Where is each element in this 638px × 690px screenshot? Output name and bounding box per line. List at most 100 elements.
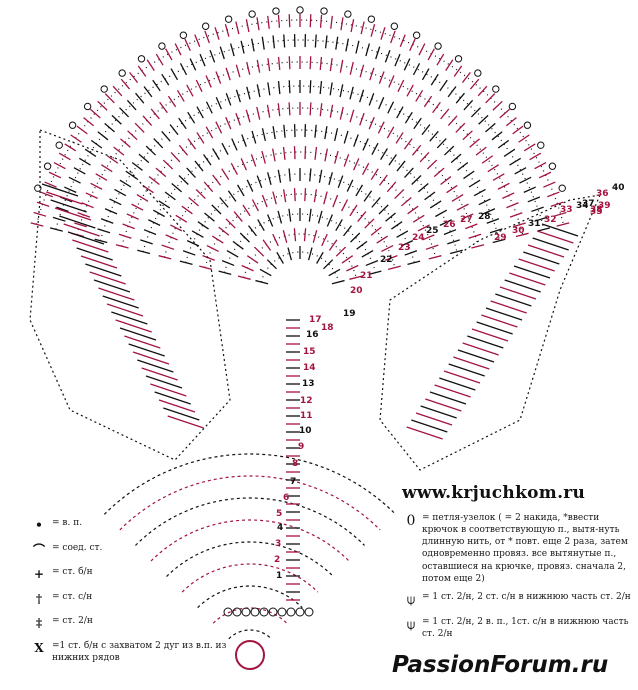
left-leaf-stitch	[55, 208, 91, 220]
fan-stitch	[344, 131, 348, 143]
fan-stitch	[107, 156, 118, 164]
fan-stitch	[419, 44, 425, 56]
legend-item-sc: + = ст. б/н	[26, 567, 266, 583]
left-leaf-stitch	[168, 416, 204, 428]
fan-stitch	[192, 231, 203, 237]
fan-stitch	[110, 199, 122, 205]
fan-stitch	[165, 192, 175, 200]
left-leaf-stitch	[46, 192, 82, 204]
fan-stitch	[49, 172, 61, 178]
legend-item-dc: † = ст. с/н	[26, 592, 266, 608]
fan-stitch	[114, 147, 124, 155]
fan-stitch	[418, 184, 428, 192]
fan-picot	[69, 122, 75, 128]
fan-stitch	[210, 50, 215, 62]
left-leaf-stitch	[150, 384, 186, 396]
row-number: 25	[426, 226, 439, 236]
row-number: 7	[290, 477, 296, 487]
fan-stitch	[91, 183, 103, 189]
fan-stitch	[127, 100, 136, 110]
fan-stitch	[236, 113, 240, 125]
fan-stitch	[470, 79, 478, 89]
left-leaf-stitch	[133, 352, 169, 364]
fan-picot	[538, 142, 544, 148]
cluster-stitch-icon: ⍦	[400, 591, 422, 610]
left-leaf-outline	[30, 130, 230, 460]
fan-stitch	[96, 174, 107, 181]
row-number: 21	[360, 271, 373, 281]
fan-stitch	[363, 163, 369, 174]
left-leaf-stitch	[85, 264, 121, 276]
fan-stitch	[397, 107, 403, 118]
fan-stitch	[454, 66, 462, 77]
knot-stitch	[305, 608, 313, 616]
fan-stitch	[196, 80, 202, 92]
left-leaf-stitch	[124, 336, 160, 348]
fan-stitch	[336, 247, 345, 256]
fan-stitch	[153, 210, 164, 216]
fan-stitch	[262, 195, 267, 207]
fan-stitch	[370, 68, 374, 80]
row-number: 3	[275, 539, 281, 549]
fan-stitch	[160, 102, 168, 112]
fan-stitch	[360, 113, 364, 125]
fan-stitch	[333, 195, 338, 207]
watermark: PassionForum.ru	[392, 652, 608, 678]
fan-stitch	[284, 147, 285, 160]
fan-stitch	[204, 182, 213, 192]
fan-stitch	[386, 213, 396, 221]
chain-stitch-icon: •	[26, 518, 52, 534]
fan-stitch	[121, 79, 129, 89]
fan-stitch	[84, 118, 94, 126]
fan-stitch	[389, 76, 394, 88]
fan-stitch	[277, 252, 284, 263]
fan-stitch	[310, 168, 311, 181]
fan-stitch	[220, 197, 228, 207]
cluster-stitch-icon: ⍦	[400, 616, 422, 635]
fan-stitch	[471, 245, 484, 248]
fan-stitch	[168, 96, 175, 107]
row-number: 22	[380, 255, 393, 265]
fan-stitch	[340, 60, 342, 73]
fan-stitch	[323, 260, 332, 269]
fan-stitch	[162, 131, 170, 141]
fan-stitch	[82, 203, 94, 208]
fan-stitch	[479, 199, 491, 205]
fan-stitch	[404, 59, 410, 71]
fan-stitch	[197, 132, 204, 143]
fan-stitch	[114, 189, 125, 195]
fan-stitch	[354, 134, 359, 146]
legend-text: = петля-узелок ( = 2 накида, *ввести крю…	[422, 512, 632, 585]
fan-stitch	[105, 94, 114, 103]
fan-stitch	[317, 252, 324, 263]
legend-item-chain: • = в. п.	[26, 518, 266, 534]
fan-stitch	[448, 86, 456, 96]
fan-stitch	[225, 24, 228, 37]
fan-stitch	[462, 72, 470, 82]
fan-stitch	[219, 227, 229, 235]
fan-stitch	[243, 205, 250, 216]
fan-stitch	[431, 74, 438, 85]
fan-stitch	[179, 118, 186, 129]
fan-stitch	[183, 251, 195, 255]
fan-stitch	[482, 156, 493, 164]
knot-stitch	[287, 608, 295, 616]
fan-stitch	[137, 250, 150, 253]
knot-stitch-icon: 0	[400, 512, 422, 531]
fan-picot	[368, 16, 374, 22]
fan-stitch	[215, 27, 219, 39]
left-leaf-stitch	[129, 344, 165, 356]
fan-stitch	[203, 256, 215, 261]
fan-stitch	[196, 189, 205, 198]
fan-stitch	[369, 117, 374, 129]
row-number: 28	[478, 212, 491, 222]
fan-stitch	[231, 44, 234, 57]
fan-stitch	[389, 154, 396, 165]
fan-picot	[391, 23, 397, 29]
fan-stitch	[153, 80, 160, 91]
fan-stitch	[105, 209, 117, 214]
fan-stitch	[216, 122, 222, 134]
fan-stitch	[412, 176, 421, 185]
fan-stitch	[213, 175, 221, 185]
fan-stitch	[90, 109, 100, 118]
